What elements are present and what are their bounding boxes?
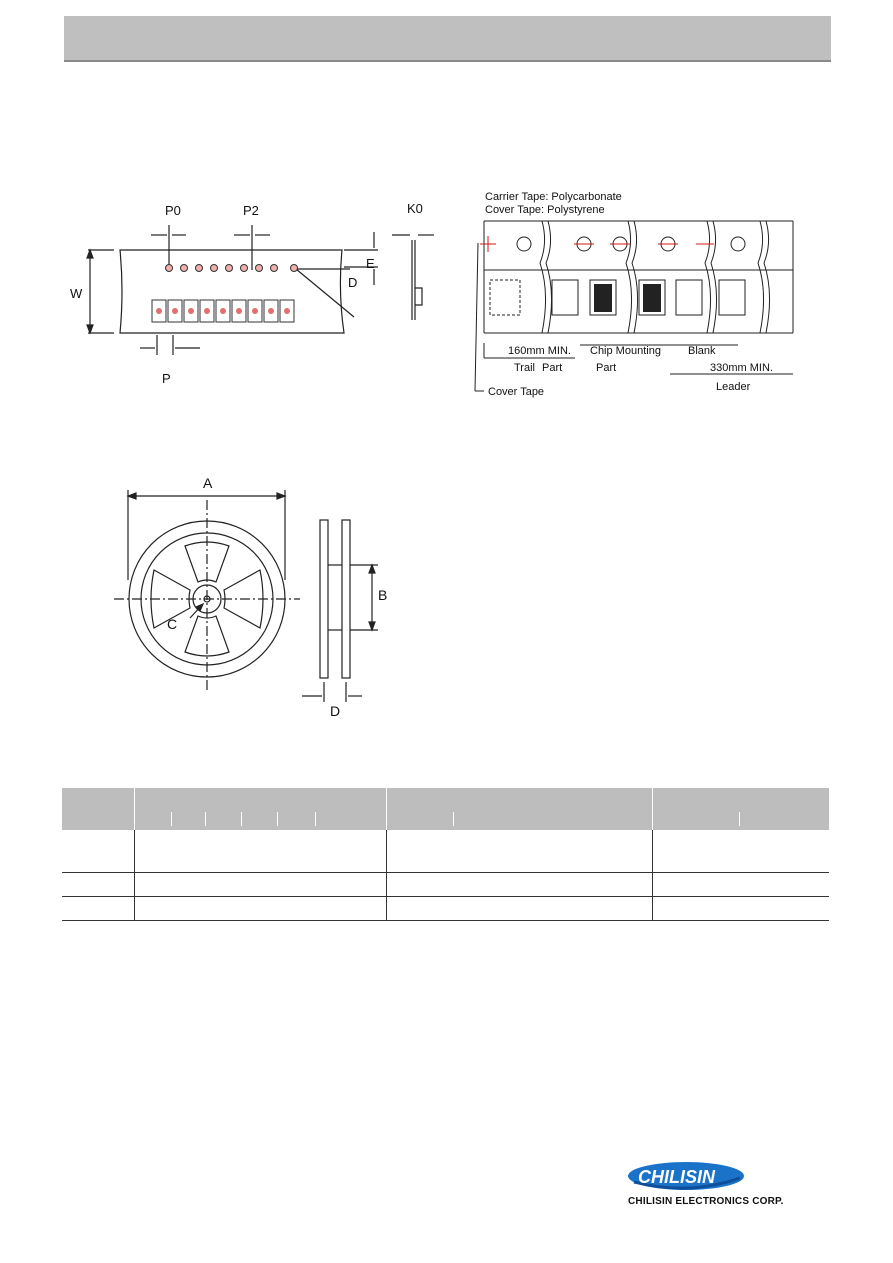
trail-label: Trail <box>514 362 535 374</box>
part-label-2: Part <box>596 362 616 374</box>
label-p0: P0 <box>165 203 181 218</box>
table-row <box>62 872 829 897</box>
carrier-tape-figure: P0 P2 K0 E W D P <box>70 201 434 386</box>
label-d-reel: D <box>330 703 340 719</box>
label-c: C <box>167 616 177 632</box>
reel-figure: A B C D <box>114 475 387 719</box>
label-e: E <box>366 256 375 271</box>
part-label: Part <box>542 362 562 374</box>
trail-length: 160mm MIN. <box>508 345 571 357</box>
table-header-cell <box>134 788 387 830</box>
label-b: B <box>378 587 387 603</box>
label-p2: P2 <box>243 203 259 218</box>
dimension-table <box>62 788 829 921</box>
header-bar <box>64 16 831 62</box>
leader-trailer-figure: Carrier Tape: Polycarbonate Cover Tape: … <box>474 191 794 398</box>
label-p: P <box>162 371 171 386</box>
table-row <box>62 830 829 873</box>
label-d: D <box>348 275 357 290</box>
table-row <box>62 896 829 921</box>
label-a: A <box>203 475 213 491</box>
leader-length: 330mm MIN. <box>710 362 773 374</box>
company-name: CHILISIN ELECTRONICS CORP. <box>628 1196 784 1207</box>
table-header-cell <box>652 788 829 830</box>
leader-label: Leader <box>716 381 751 393</box>
blank-label: Blank <box>688 345 716 357</box>
svg-text:CHILISIN: CHILISIN <box>638 1167 716 1187</box>
cover-tape-material: Cover Tape: Polystyrene <box>485 204 605 216</box>
table-header-cell <box>62 788 135 830</box>
label-w: W <box>70 286 83 301</box>
carrier-tape-material: Carrier Tape: Polycarbonate <box>485 191 622 203</box>
table-header-cell <box>386 788 653 830</box>
cover-tape-label: Cover Tape <box>488 386 544 398</box>
company-logo: CHILISIN <box>628 1162 744 1190</box>
label-k0: K0 <box>407 201 423 216</box>
chip-mounting-label: Chip Mounting <box>590 345 661 357</box>
